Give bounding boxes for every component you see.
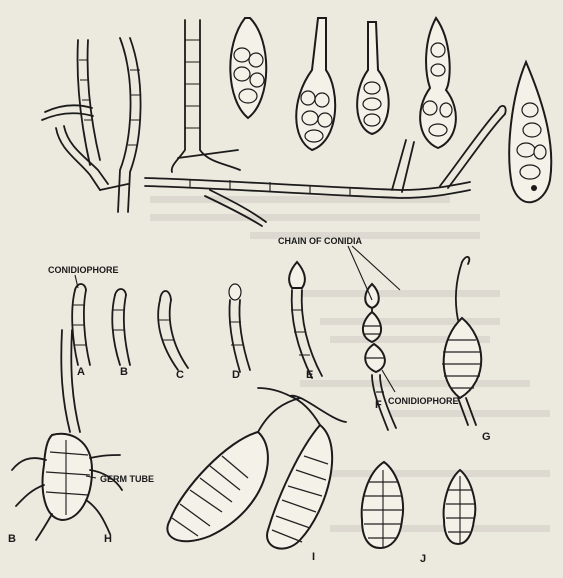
germinating-hyphae-drawing: [42, 38, 141, 212]
conidiophore-with-hypha-drawing: [172, 20, 240, 172]
germinating-spore-h-drawing: [12, 330, 122, 540]
letter-b: B: [120, 366, 128, 378]
label-chain-of-conidia: CHAIN OF CONIDIA: [278, 236, 362, 246]
label-conidiophore-bottom: CONIDIOPHORE: [388, 396, 459, 406]
letter-e: E: [306, 369, 313, 381]
letter-g: G: [482, 431, 491, 443]
letter-i: I: [312, 551, 315, 563]
pear-conidia-row: [230, 18, 551, 202]
letter-f: F: [375, 399, 382, 411]
letter-c: C: [176, 369, 184, 381]
letter-h: H: [104, 533, 112, 545]
conidiophore-sequence-a-to-e: [72, 262, 322, 378]
letter-a: A: [77, 366, 85, 378]
labels: CONIDIOPHORE CHAIN OF CONIDIA CONIDIOPHO…: [8, 236, 491, 565]
fusiform-conidia-i-drawing: [167, 388, 346, 549]
letter-d: D: [232, 369, 240, 381]
label-germ-tube: GERM TUBE: [100, 474, 154, 484]
letter-j: J: [420, 553, 426, 565]
letter-b-second: B: [8, 533, 16, 545]
label-conidiophore-top: CONIDIOPHORE: [48, 265, 119, 275]
